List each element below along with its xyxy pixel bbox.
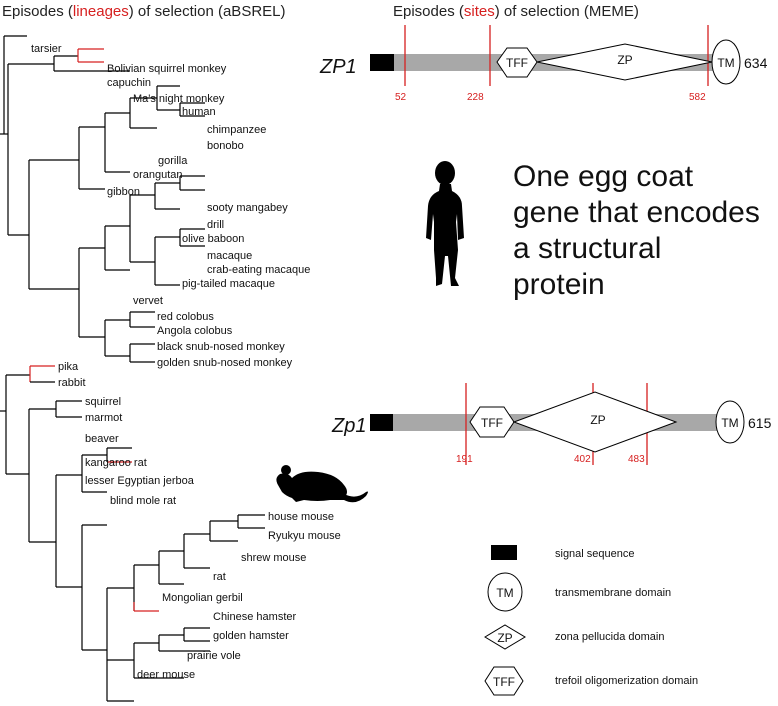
leaf-label: sooty mangabey (207, 202, 288, 214)
site-position: 191 (456, 454, 473, 465)
caption-line: One egg coat (513, 160, 694, 193)
leaf-label: bonobo (207, 140, 244, 152)
tff-label: TFF (481, 416, 503, 430)
human-silhouette-icon (426, 161, 464, 286)
site-position: 228 (467, 92, 484, 103)
legend-label: zona pellucida domain (555, 631, 664, 643)
leaf-label: rat (213, 571, 226, 583)
leaf-label: chimpanzee (207, 124, 266, 136)
leaf-label: golden hamster (213, 630, 289, 642)
caption-line: a structural (513, 232, 661, 265)
gene-name: Zp1 (331, 415, 366, 437)
caption-line: gene that encodes (513, 196, 760, 229)
leaf-label: pika (58, 361, 79, 373)
signal-sequence (370, 54, 394, 71)
leaf-label: kangaroo rat (85, 457, 147, 469)
site-position: 52 (395, 92, 407, 103)
leaf-label: lesser Egyptian jerboa (85, 475, 195, 487)
zp-domain (512, 391, 678, 453)
leaf-label: Angola colobus (157, 325, 233, 337)
leaf-label: rabbit (58, 377, 86, 389)
leaf-label: macaque (207, 250, 252, 262)
protein-zp1: ZP1 TFF ZP TM 634 52 228 582 (319, 25, 768, 103)
legend-label: trefoil oligomerization domain (555, 675, 698, 687)
leaf-label: gibbon (107, 186, 140, 198)
legend-zp-symbol (484, 624, 526, 650)
leaf-label: prairie vole (187, 650, 241, 662)
leaf-label: deer mouse (137, 669, 195, 681)
legend-label: signal sequence (555, 548, 635, 560)
legend-tff-symbol (484, 666, 524, 696)
legend-symbol-label: TM (496, 586, 513, 600)
leaf-label: tarsier (31, 43, 62, 55)
tm-domain (711, 39, 741, 85)
tff-label: TFF (506, 56, 528, 70)
leaf-label: Ma's night monkey (133, 93, 225, 105)
leaf-label: golden snub-nosed monkey (157, 357, 293, 369)
rodent-tree: pika rabbit squirrel marmot beaver kanga… (0, 361, 341, 702)
legend-symbol-label: ZP (497, 631, 512, 645)
leaf-label: Bolivian squirrel monkey (107, 63, 227, 75)
leaf-label: capuchin (107, 77, 151, 89)
legend-label: transmembrane domain (555, 587, 671, 599)
mouse-silhouette-icon (276, 465, 368, 503)
site-position: 582 (689, 92, 706, 103)
leaf-label: orangutan (133, 169, 183, 181)
legend-signal-swatch (491, 545, 517, 560)
legend: signal sequence TM transmembrane domain … (484, 545, 698, 696)
leaf-label: red colobus (157, 311, 214, 323)
site-position: 483 (628, 454, 645, 465)
tm-label: TM (717, 56, 734, 70)
leaf-label: gorilla (158, 155, 188, 167)
zp-label: ZP (617, 53, 632, 67)
leaf-label: drill (207, 219, 224, 231)
leaf-label: squirrel (85, 396, 121, 408)
tff-domain (469, 406, 515, 438)
leaf-label: house mouse (268, 511, 334, 523)
primate-tree: tarsier Bolivian squirrel monkey capuchi… (0, 35, 310, 369)
right-header: Episodes (sites) of selection (MEME) (393, 3, 639, 20)
gene-name: ZP1 (319, 56, 357, 78)
tm-domain (715, 400, 745, 444)
leaf-label: Chinese hamster (213, 611, 296, 623)
leaf-label: blind mole rat (110, 495, 176, 507)
leaf-label: crab-eating macaque (207, 264, 310, 276)
signal-sequence (370, 414, 393, 431)
leaf-label: beaver (85, 433, 119, 445)
left-header: Episodes (lineages) of selection (aBSREL… (2, 3, 286, 20)
leaf-label: pig-tailed macaque (182, 278, 275, 290)
protein-zp1-rodent: Zp1 TFF ZP TM 615 191 402 483 (331, 383, 772, 465)
tff-domain (496, 47, 538, 78)
legend-symbol-label: TFF (493, 675, 515, 689)
leaf-label: human (182, 106, 216, 118)
leaf-label: marmot (85, 412, 122, 424)
protein-length: 634 (744, 55, 768, 71)
zp-label: ZP (590, 413, 605, 427)
leaf-label: olive baboon (182, 233, 244, 245)
protein-length: 615 (748, 415, 772, 431)
leaf-label: shrew mouse (241, 552, 306, 564)
legend-tm-symbol (487, 572, 523, 612)
tm-label: TM (721, 416, 738, 430)
site-position: 402 (574, 454, 591, 465)
caption-line: protein (513, 268, 605, 301)
leaf-label: black snub-nosed monkey (157, 341, 285, 353)
leaf-label: Mongolian gerbil (162, 592, 243, 604)
caption: One egg coat gene that encodes a structu… (513, 160, 760, 301)
leaf-label: Ryukyu mouse (268, 530, 341, 542)
leaf-label: vervet (133, 295, 163, 307)
